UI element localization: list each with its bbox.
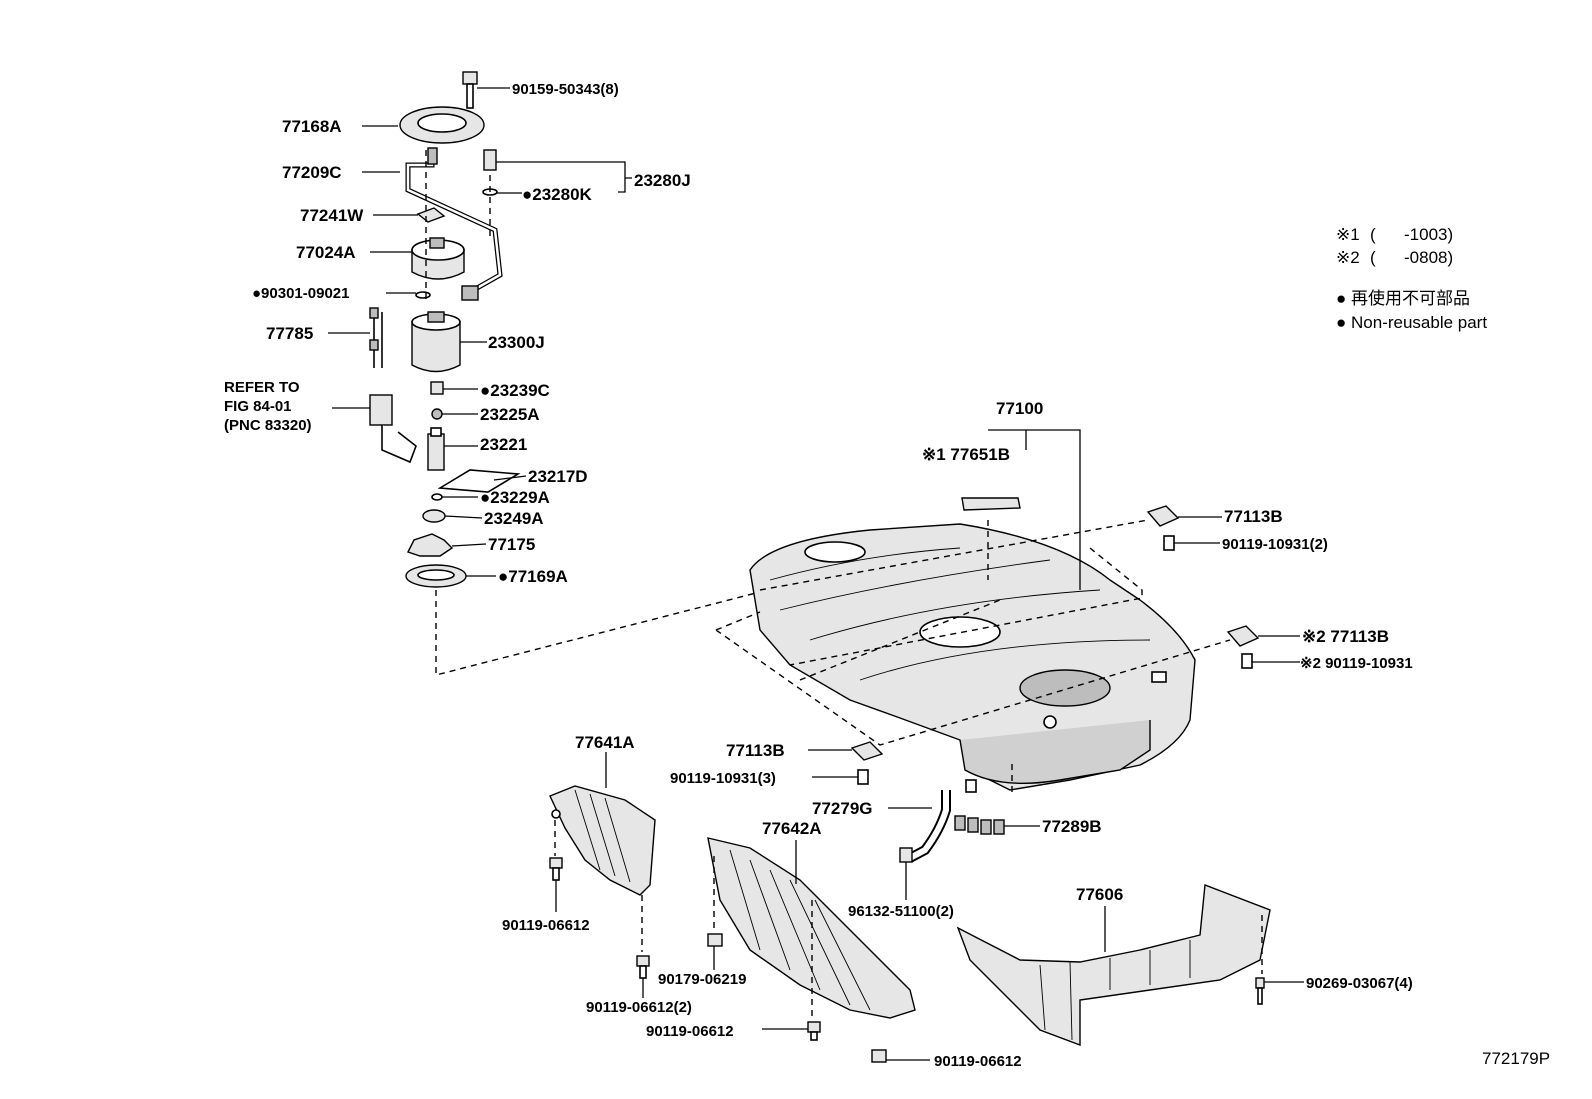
leader-77100 (988, 429, 1081, 590)
legend-note1-range: ( -1003) (1370, 225, 1453, 244)
label-23239C: ●23239C (480, 381, 550, 400)
bolt-90119-06612-c (871, 1049, 887, 1063)
label-23225A: 23225A (480, 405, 540, 424)
retainer-ring-77168A (399, 106, 485, 144)
tank-frame-bottom (715, 599, 1231, 746)
label-77113B-top: 77113B (1224, 507, 1283, 526)
fuel-sender-77024A (411, 237, 465, 280)
pad-77651B (961, 497, 1021, 511)
label-77209C: 77209C (282, 163, 342, 182)
figure-id: 772179P (1482, 1049, 1550, 1068)
cushion-77113B-low (850, 741, 884, 785)
legend-non-reusable-en: ● Non-reusable part (1336, 313, 1487, 332)
label-77241W: 77241W (300, 206, 364, 225)
label-77651B: ※1 77651B (922, 445, 1010, 464)
label-refer-line3: (PNC 83320) (224, 417, 312, 434)
label-90119-06612-c: 90119-06612 (934, 1053, 1022, 1070)
legend-note2-range: ( -0808) (1370, 248, 1453, 267)
wire-harness-77785 (369, 307, 383, 368)
label-refer-line2: FIG 84-01 (224, 398, 292, 415)
pump-filter-23217D (437, 469, 521, 493)
cushion-77113B-mid (1226, 625, 1260, 669)
label-77175: 77175 (488, 535, 535, 554)
cushion-23225A (431, 408, 443, 420)
clip-90179-06219 (707, 933, 723, 947)
label-77785: 77785 (266, 324, 313, 343)
pump-connector (369, 394, 417, 464)
legend-non-reusable-jp: ● 再使用不可部品 (1336, 288, 1470, 308)
label-90119-06612-a: 90119-06612 (502, 917, 590, 934)
label-90301-09021: ●90301-09021 (252, 285, 349, 302)
legend-note1-symbol: ※1 (1336, 225, 1360, 244)
label-77642A: 77642A (762, 819, 822, 838)
fuel-tank-77100 (749, 523, 1196, 791)
legend-note2-symbol: ※2 (1336, 248, 1360, 267)
bolt-90119-06612-a (549, 857, 563, 881)
tank-frame-top (759, 519, 1149, 666)
label-refer-line1: REFER TO (224, 379, 300, 396)
cushion-77113B-top (1146, 505, 1180, 551)
label-90269-03067: 90269-03067(4) (1306, 975, 1413, 992)
label-77169A: ●77169A (498, 567, 568, 586)
bolt-90159 (462, 71, 478, 109)
clip-90269-03067 (1255, 977, 1265, 1005)
label-90119-06612-b: 90119-06612 (646, 1023, 734, 1040)
clip-23229A (431, 493, 443, 501)
label-90119-10931: ※2 90119-10931 (1300, 655, 1413, 672)
fuel-filter-23300J (411, 311, 461, 373)
label-77024A: 77024A (296, 243, 356, 262)
label-77279G: 77279G (812, 799, 873, 818)
hose-77279G (899, 779, 977, 863)
label-77113B-low: 77113B (726, 741, 785, 760)
label-90119-10931-2: 90119-10931(2) (1222, 536, 1328, 553)
protector-77641A (549, 785, 656, 896)
label-90159-50343: 90159-50343(8) (512, 81, 619, 98)
label-96132-51100: 96132-51100(2) (848, 903, 954, 920)
label-77168A: 77168A (282, 117, 342, 136)
label-77641A: 77641A (575, 733, 635, 752)
gasket-90301 (415, 291, 431, 299)
label-77100: 77100 (996, 399, 1043, 418)
fuel-pump-23221 (427, 427, 445, 471)
pump-assembly-dashed-line (425, 150, 761, 676)
boot-77289B (954, 815, 1005, 835)
label-77289B: 77289B (1042, 817, 1102, 836)
clip-77241W (416, 207, 446, 223)
label-23280J: 23280J (634, 171, 691, 190)
legend: ※1 ( -1003) ※2 ( -0808) ● 再使用不可部品 ● Non-… (1336, 225, 1487, 332)
label-90119-06612-2: 90119-06612(2) (586, 999, 692, 1016)
cushion-23239C (430, 381, 444, 395)
gasket-77169A (405, 564, 467, 588)
label-23217D: 23217D (528, 467, 588, 486)
label-23300J: 23300J (488, 333, 545, 352)
label-77606: 77606 (1076, 885, 1123, 904)
ring-23249A (422, 509, 446, 523)
label-23229A: ●23229A (480, 488, 550, 507)
bracket-77175 (407, 533, 454, 557)
fuel-tube-77209C (405, 147, 503, 301)
leader-lines (328, 87, 1304, 1061)
label-23280K: ●23280K (522, 185, 593, 204)
protector-77606 (956, 884, 1271, 1047)
bolt-90119-06612-2 (636, 955, 650, 979)
label-90119-10931-3: 90119-10931(3) (670, 770, 776, 787)
label-77113B-mid: ※2 77113B (1302, 627, 1389, 646)
bolt-90119-06612-b (807, 1021, 821, 1041)
label-90179-06219: 90179-06219 (658, 971, 746, 988)
label-23249A: 23249A (484, 509, 544, 528)
label-23221: 23221 (480, 435, 527, 454)
protector-dashed-lines (554, 760, 1013, 1018)
